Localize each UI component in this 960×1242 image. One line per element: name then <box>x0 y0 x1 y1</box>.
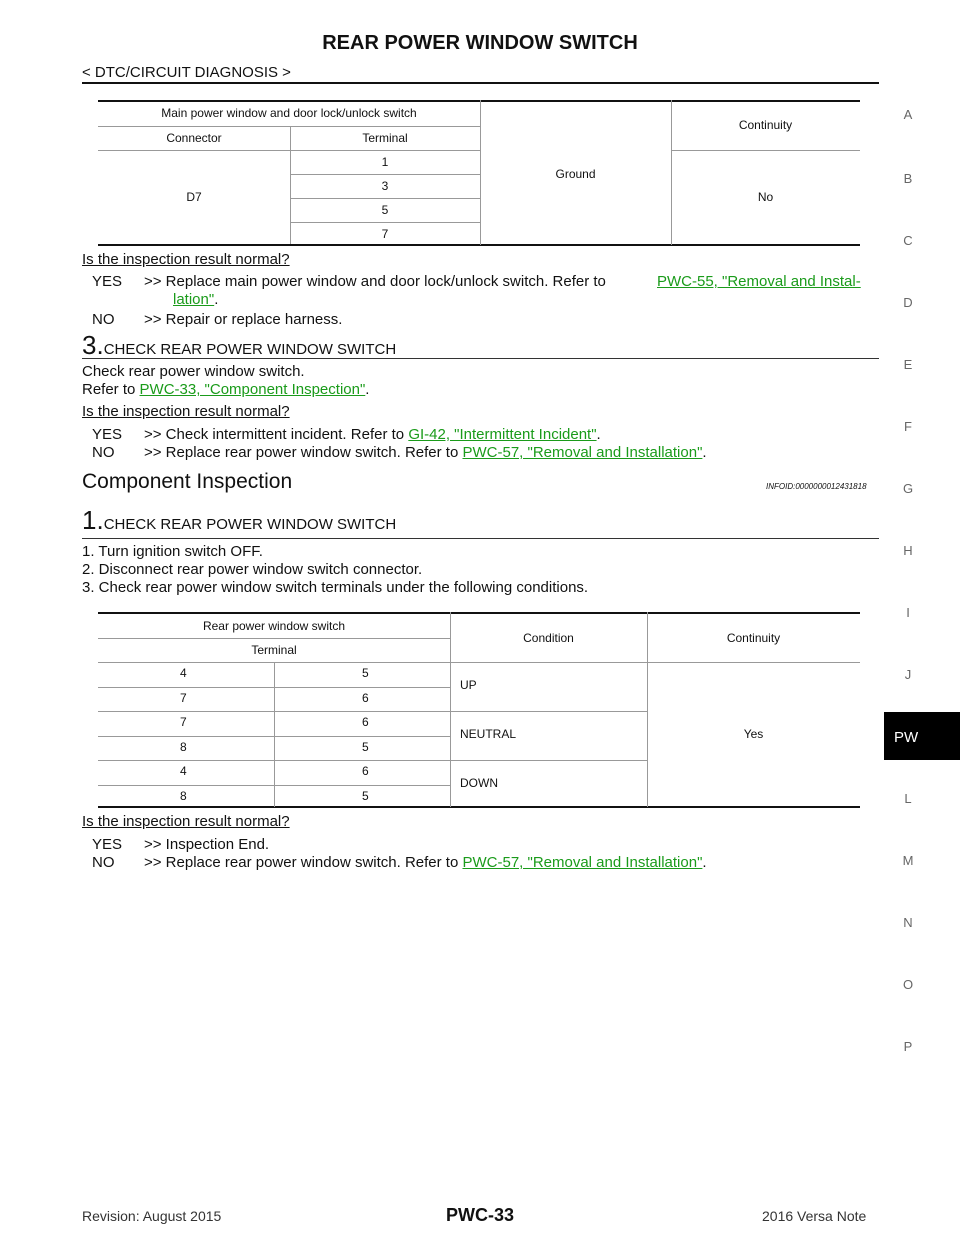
no-label: NO <box>92 444 115 461</box>
section-title: Component Inspection <box>82 470 293 493</box>
condition-down: DOWN <box>460 776 498 790</box>
table1-header-connector: Connector <box>166 131 222 145</box>
no-label: NO <box>92 311 115 328</box>
side-letter-d[interactable]: D <box>903 295 913 310</box>
side-letter-o[interactable]: O <box>902 977 914 992</box>
step-3-heading: 3.CHECK REAR POWER WINDOW SWITCH <box>82 330 396 361</box>
table1-terminal: 7 <box>381 227 389 241</box>
table2-header-switch: Rear power window switch <box>202 619 346 633</box>
table-cell: 5 <box>362 789 369 803</box>
yes-text: >> Replace main power window and door lo… <box>144 273 606 290</box>
table-cell: 7 <box>180 691 187 705</box>
step-title: CHECK REAR POWER WINDOW SWITCH <box>103 341 397 358</box>
table-cell: 6 <box>362 691 369 705</box>
side-letter-p[interactable]: P <box>903 1039 913 1054</box>
inspection-question: Is the inspection result normal? <box>82 813 290 830</box>
no-label: NO <box>92 854 115 871</box>
side-tab-active[interactable]: PW <box>884 712 960 760</box>
table-cell: 8 <box>180 789 187 803</box>
link-pwc-55-cont[interactable]: lation" <box>173 291 215 308</box>
table1-header-group: Main power window and door lock/unlock s… <box>161 106 417 120</box>
no-row: >> Replace rear power window switch. Ref… <box>144 444 707 461</box>
side-letter-b[interactable]: B <box>903 171 913 186</box>
table1-terminal: 3 <box>381 179 389 193</box>
footer-model: 2016 Versa Note <box>762 1208 867 1224</box>
link-gi-42[interactable]: GI-42, "Intermittent Incident" <box>408 426 597 443</box>
side-letter-c[interactable]: C <box>903 233 913 248</box>
side-letter-i[interactable]: I <box>906 605 910 620</box>
footer-page-number: PWC-33 <box>445 1205 514 1225</box>
continuity-value: Yes <box>743 727 764 741</box>
step-3-refer: Refer to PWC-33, "Component Inspection". <box>82 381 369 398</box>
page-title: REAR POWER WINDOW SWITCH <box>322 32 638 54</box>
step-number: 3. <box>82 330 104 360</box>
side-tab-label: PW <box>894 729 919 746</box>
link-pwc-55[interactable]: PWC-55, "Removal and Instal- <box>657 273 861 290</box>
condition-up: UP <box>460 678 477 692</box>
side-letter-e[interactable]: E <box>903 357 913 372</box>
link-pwc-57[interactable]: PWC-57, "Removal and Installation" <box>462 854 703 871</box>
side-letter-h[interactable]: H <box>903 543 913 558</box>
table1-terminal: 5 <box>381 203 389 217</box>
period: . <box>214 291 219 308</box>
inspection-question: Is the inspection result normal? <box>82 251 290 268</box>
side-letter-l[interactable]: L <box>904 791 912 806</box>
yes-text: >> Check intermittent incident. Refer to <box>144 426 405 443</box>
table1-ground: Ground <box>555 167 596 181</box>
step-title: CHECK REAR POWER WINDOW SWITCH <box>103 516 397 533</box>
period: . <box>596 426 601 443</box>
breadcrumb: < DTC/CIRCUIT DIAGNOSIS > <box>82 64 291 81</box>
period: . <box>365 381 370 398</box>
table-cell: 7 <box>180 715 187 729</box>
table1-result: No <box>757 190 774 204</box>
yes-text: >> Inspection End. <box>144 836 270 853</box>
no-row: >> Replace rear power window switch. Ref… <box>144 854 707 871</box>
period: . <box>702 854 707 871</box>
table2-header-terminal: Terminal <box>251 643 297 657</box>
side-letter-a[interactable]: A <box>903 107 913 122</box>
procedure-step: 3. Check rear power window switch termin… <box>82 579 589 596</box>
step-3-instruction: Check rear power window switch. <box>82 363 305 380</box>
yes-row: >> Check intermittent incident. Refer to… <box>144 426 601 443</box>
side-letter-m[interactable]: M <box>902 853 914 868</box>
period: . <box>702 444 707 461</box>
yes-label: YES <box>92 273 123 290</box>
table2-header-condition: Condition <box>523 631 574 645</box>
table-cell: 6 <box>362 764 369 778</box>
no-text: >> Replace rear power window switch. Ref… <box>144 444 459 461</box>
footer-revision: Revision: August 2015 <box>82 1208 222 1224</box>
table-cell: 6 <box>362 715 369 729</box>
inspection-question: Is the inspection result normal? <box>82 403 290 420</box>
link-pwc-57[interactable]: PWC-57, "Removal and Installation" <box>462 444 703 461</box>
table-cell: 5 <box>362 740 369 754</box>
table1-terminal: 1 <box>381 155 389 169</box>
step-1-heading: 1.CHECK REAR POWER WINDOW SWITCH <box>82 505 396 536</box>
side-letter-n[interactable]: N <box>903 915 913 930</box>
info-id: INFOID:0000000012431818 <box>766 482 867 491</box>
step-number: 1. <box>82 505 104 535</box>
table-cell: 4 <box>180 666 187 680</box>
no-text: >> Repair or replace harness. <box>144 311 343 328</box>
side-letter-j[interactable]: J <box>904 667 912 682</box>
table1-header-continuity: Continuity <box>738 118 793 132</box>
yes-label: YES <box>92 836 123 853</box>
procedure-step: 2. Disconnect rear power window switch c… <box>82 561 423 578</box>
header-rule <box>82 82 879 84</box>
side-letter-f[interactable]: F <box>904 419 912 434</box>
refer-text: Refer to <box>82 381 136 398</box>
yes-label: YES <box>92 426 123 443</box>
table2-header-continuity: Continuity <box>726 631 781 645</box>
table-cell: 8 <box>180 740 187 754</box>
side-letter-g[interactable]: G <box>902 481 914 496</box>
condition-neutral: NEUTRAL <box>460 727 517 741</box>
procedure-step: 1. Turn ignition switch OFF. <box>82 543 263 560</box>
table1-header-terminal: Terminal <box>362 131 408 145</box>
table-cell: 5 <box>362 666 369 680</box>
link-pwc-33[interactable]: PWC-33, "Component Inspection" <box>139 381 366 398</box>
table1-connector-value: D7 <box>186 190 202 204</box>
no-text: >> Replace rear power window switch. Ref… <box>144 854 459 871</box>
table-cell: 4 <box>180 764 187 778</box>
